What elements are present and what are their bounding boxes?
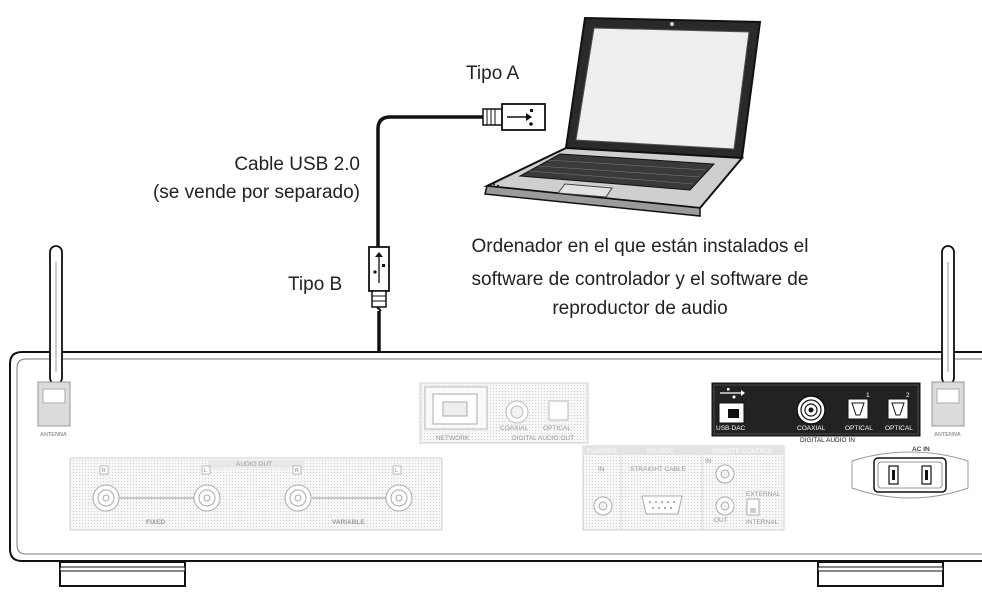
ac-inlet [851, 451, 969, 499]
usb-type-a-plug-icon [482, 103, 546, 131]
audio-out-label: AUDIO OUT [236, 461, 272, 468]
tipo-a-label: Tipo A [466, 63, 520, 84]
rs232c-label: RS-232C [647, 448, 674, 455]
panel-labels: ANTENNA ANTENNA NETWORK COAXIAL OPTICAL … [40, 392, 961, 526]
usb-type-b-plug-icon [368, 246, 390, 312]
network-label: NETWORK [436, 435, 470, 442]
external-label: EXTERNAL [746, 491, 781, 498]
channel-r-variable: R [295, 468, 299, 474]
control-ports-block [582, 445, 785, 531]
laptop-icon [483, 16, 762, 217]
usb-symbol-icon [720, 388, 745, 399]
antenna-label-right: ANTENNA [934, 432, 961, 438]
coaxial-in-label: COAXIAL [797, 425, 826, 432]
remote-control-label: REMOTE CONTROL [712, 448, 774, 455]
optical-2-number: 2 [906, 392, 910, 399]
digital-out-block [419, 382, 589, 444]
internal-label: INTERNAL [746, 519, 779, 526]
digital-audio-out-label: DIGITAL AUDIO OUT [512, 435, 574, 442]
computer-label-line2: software de controlador y el software de [471, 269, 809, 290]
cable-label-line2: (se vende por separado) [152, 182, 360, 203]
fixed-label: FIXED [146, 519, 165, 526]
ac-in-label: AC IN [912, 446, 930, 453]
remote-in-label: IN [705, 458, 712, 465]
tipo-b-label: Tipo B [288, 274, 343, 295]
digital-in-block [711, 382, 921, 437]
straight-cable-label: STRAIGHT CABLE [630, 466, 687, 473]
cable-label-line1: Cable USB 2.0 [234, 154, 360, 175]
optical-1-label: OPTICAL [845, 425, 873, 432]
usb-dac-label: USB-DAC [716, 425, 746, 432]
optical-1-number: 1 [866, 392, 870, 399]
channel-l-variable: L [395, 468, 398, 474]
flasher-label: FLASHER [587, 448, 617, 455]
coaxial-out-label: COAXIAL [500, 425, 529, 432]
audio-out-block [69, 457, 443, 531]
variable-label: VARIABLE [332, 519, 365, 526]
antenna-label-left: ANTENNA [40, 432, 67, 438]
right-antenna-icon [931, 245, 965, 427]
flasher-in-label: IN [598, 466, 605, 473]
digital-audio-in-label: DIGITAL AUDIO IN [800, 437, 855, 444]
optical-2-label: OPTICAL [885, 425, 913, 432]
left-antenna-icon [37, 245, 71, 427]
computer-label-line1: Ordenador en el que están instalados el [471, 236, 809, 257]
channel-l-fixed: L [204, 468, 207, 474]
optical-out-label: OPTICAL [543, 425, 571, 432]
computer-label-line3: reproductor de audio [552, 298, 728, 319]
remote-out-label: OUT [714, 517, 728, 524]
channel-r-fixed: R [102, 468, 106, 474]
